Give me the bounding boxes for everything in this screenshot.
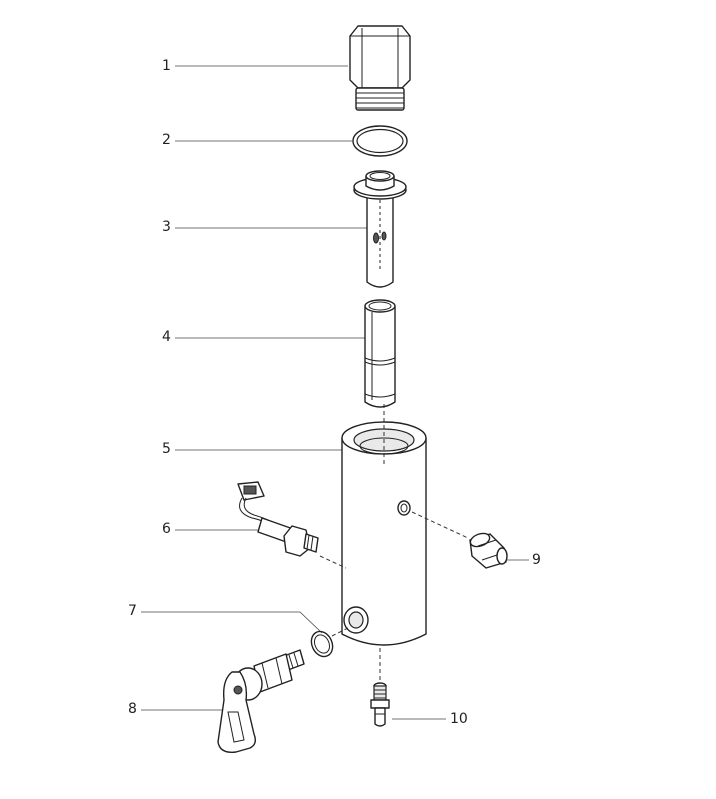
leader-line-7 — [141, 611, 323, 634]
callout-label-5: 5 — [162, 441, 171, 457]
callout-label-3: 3 — [162, 219, 171, 235]
part-plug-cap — [349, 25, 411, 111]
callout-label-8: 8 — [128, 701, 137, 717]
callout-label-10: 10 — [450, 711, 468, 727]
part-flanged-tube — [353, 170, 407, 288]
part-housing-body — [341, 404, 427, 646]
part-o-ring-small — [310, 630, 334, 658]
part-o-ring-large — [352, 125, 408, 157]
callout-4: 4 — [162, 329, 366, 345]
callout-label-1: 1 — [162, 58, 171, 74]
callout-3: 3 — [162, 219, 368, 235]
part-valve-with-lever — [217, 649, 305, 753]
part-side-fitting — [469, 532, 508, 569]
callout-10: 10 — [392, 711, 468, 727]
callout-label-2: 2 — [162, 132, 171, 148]
dashed-path-sensor — [319, 555, 347, 569]
callout-2: 2 — [162, 132, 352, 148]
callout-7: 7 — [128, 603, 323, 634]
callout-1: 1 — [162, 58, 348, 74]
dashed-path-valve — [331, 627, 349, 637]
dashed-path-fitting — [411, 511, 469, 539]
part-bottom-nipple — [370, 682, 390, 727]
callout-label-9: 9 — [532, 552, 541, 568]
part-sleeve-tube — [364, 299, 396, 408]
callout-label-6: 6 — [162, 521, 171, 537]
callout-label-4: 4 — [162, 329, 171, 345]
part-sensor-with-connector — [237, 481, 319, 557]
callout-9: 9 — [506, 552, 541, 568]
callout-label-7: 7 — [128, 603, 137, 619]
callout-5: 5 — [162, 441, 345, 457]
callout-8: 8 — [128, 701, 222, 717]
